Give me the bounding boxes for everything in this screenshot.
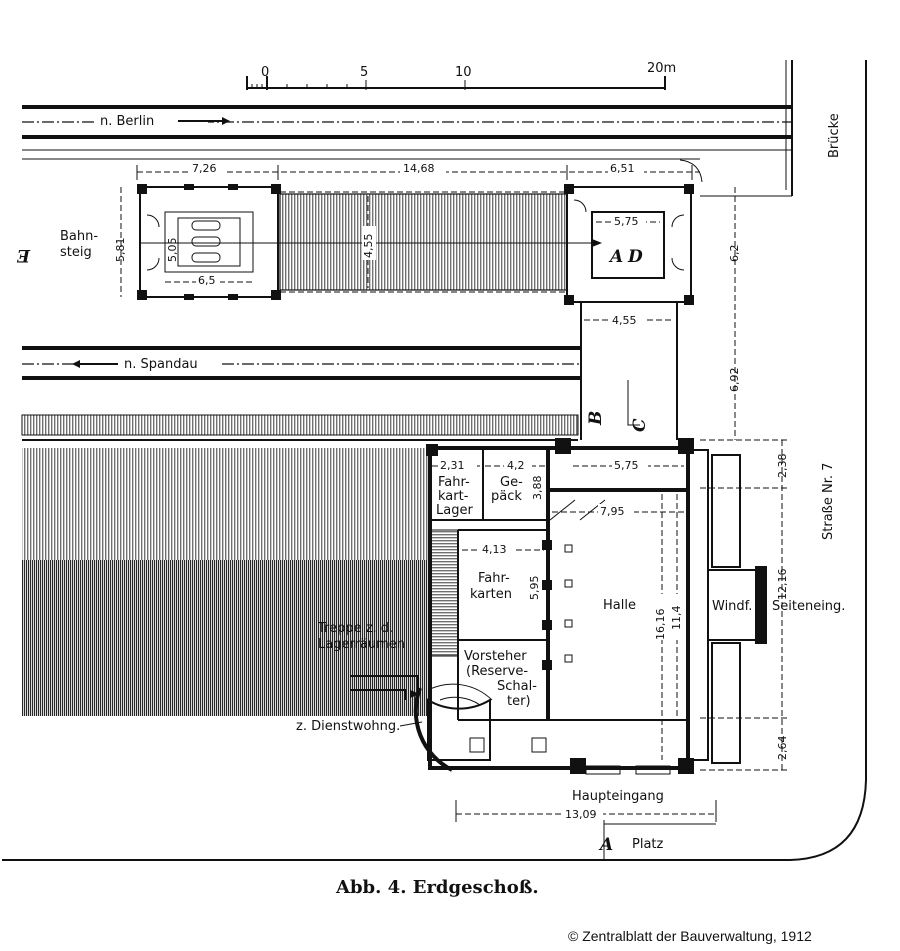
dim-455b: 4,55 <box>612 314 637 327</box>
dim-238: 2,38 <box>776 454 789 479</box>
platform-label-line2: steig <box>60 245 92 260</box>
room-halle: Halle <box>603 598 636 613</box>
room-fahrkarten-1: Fahr- <box>478 571 510 586</box>
scale-tick-20m: 20m <box>647 61 676 76</box>
dim-65: 6,5 <box>198 274 216 287</box>
label-treppe-1: Treppe z. d. <box>317 621 393 636</box>
label-treppe-2: Lagerräumen <box>318 637 405 652</box>
dim-231: 2,31 <box>440 459 465 472</box>
bridge-outline: Brücke <box>679 60 842 197</box>
passage: 4,55 B C <box>580 302 678 440</box>
room-vorsteher-1: Vorsteher <box>464 649 527 664</box>
scale-tick-0: 0 <box>261 65 269 80</box>
room-fahrkartlager-1: Fahr- <box>438 475 470 490</box>
section-mark-b: B <box>586 411 606 426</box>
platform-label-line1: Bahn- <box>60 229 98 244</box>
dim-388: 3,88 <box>531 476 544 501</box>
label-dienstwohnung: z. Dienstwohng. <box>296 719 400 734</box>
dim-42: 4,2 <box>507 459 525 472</box>
label-seiteneingang: Seiteneing. <box>772 599 845 614</box>
dim-575-mid: 5,75 <box>614 459 639 472</box>
dim-726: 7,26 <box>192 162 217 175</box>
embankment-hatch <box>21 414 579 716</box>
dim-1468: 14,68 <box>403 162 435 175</box>
building-dimensions: 2,31 4,2 3,88 5,75 7,95 4,13 5,95 16,16 … <box>432 439 790 860</box>
dim-581: 5,81 <box>114 238 127 263</box>
section-mark-a-small: A <box>608 247 623 267</box>
room-windfang: Windf. <box>712 599 752 614</box>
room-gepaeck-2: päck <box>491 489 522 504</box>
dim-692: 6,92 <box>728 368 741 393</box>
bridge-label: Brücke <box>827 113 842 158</box>
dim-264: 2,64 <box>776 736 789 761</box>
scale-tick-10: 10 <box>455 65 472 80</box>
room-fahrkarten-2: karten <box>470 587 512 602</box>
section-mark-d: D <box>627 247 643 267</box>
label-strasse: Straße Nr. 7 <box>821 463 836 540</box>
dim-595: 5,95 <box>528 576 541 601</box>
dim-1309: 13,09 <box>565 808 597 821</box>
dim-114: 11,4 <box>670 606 683 631</box>
figure-caption: Abb. 4. Erdgeschoß. <box>335 877 539 898</box>
street-outline <box>2 60 867 861</box>
dim-575-top: 5,75 <box>614 215 639 228</box>
scale-bar: 0 5 10 20m <box>246 61 676 90</box>
dim-505: 5,05 <box>166 238 179 263</box>
room-vorsteher-3: Schal- <box>497 679 537 694</box>
dim-1616: 16,16 <box>654 609 667 641</box>
label-haupteingang: Haupteingang <box>572 789 664 804</box>
room-vorsteher-2: (Reserve- <box>466 664 528 679</box>
label-platz: Platz <box>632 837 664 852</box>
dim-1216: 12,16 <box>776 569 789 601</box>
room-vorsteher-4: ter) <box>507 694 531 709</box>
room-labels: Fahr- kart- Lager Ge- päck Fahr- karten … <box>296 463 845 855</box>
track-label-spandau: n. Spandau <box>124 357 198 372</box>
track-label-berlin: n. Berlin <box>100 114 154 129</box>
room-gepaeck-1: Ge- <box>500 475 523 490</box>
room-fahrkartlager-3: Lager <box>436 503 473 518</box>
section-mark-a: A <box>598 835 613 855</box>
scale-tick-5: 5 <box>360 65 368 80</box>
dim-455: 4,55 <box>362 234 375 259</box>
tracks-berlin: n. Berlin <box>22 105 792 160</box>
dim-413: 4,13 <box>482 543 507 556</box>
platform-dimensions: 7,26 14,68 6,51 5,81 5,05 6,5 4,55 5,75 … <box>114 160 741 440</box>
section-mark-c: C <box>630 418 650 432</box>
tracks-spandau: n. Spandau <box>22 346 580 380</box>
section-mark-e: E <box>16 245 31 265</box>
station-building <box>350 438 767 775</box>
room-fahrkartlager-2: kart- <box>438 489 469 504</box>
copyright-notice: © Zentralblatt der Bauverwaltung, 1912 <box>568 928 812 944</box>
platform-structure <box>137 184 694 305</box>
dim-651: 6,51 <box>610 162 635 175</box>
dim-62: 6,2 <box>728 245 741 263</box>
dim-795: 7,95 <box>600 505 625 518</box>
